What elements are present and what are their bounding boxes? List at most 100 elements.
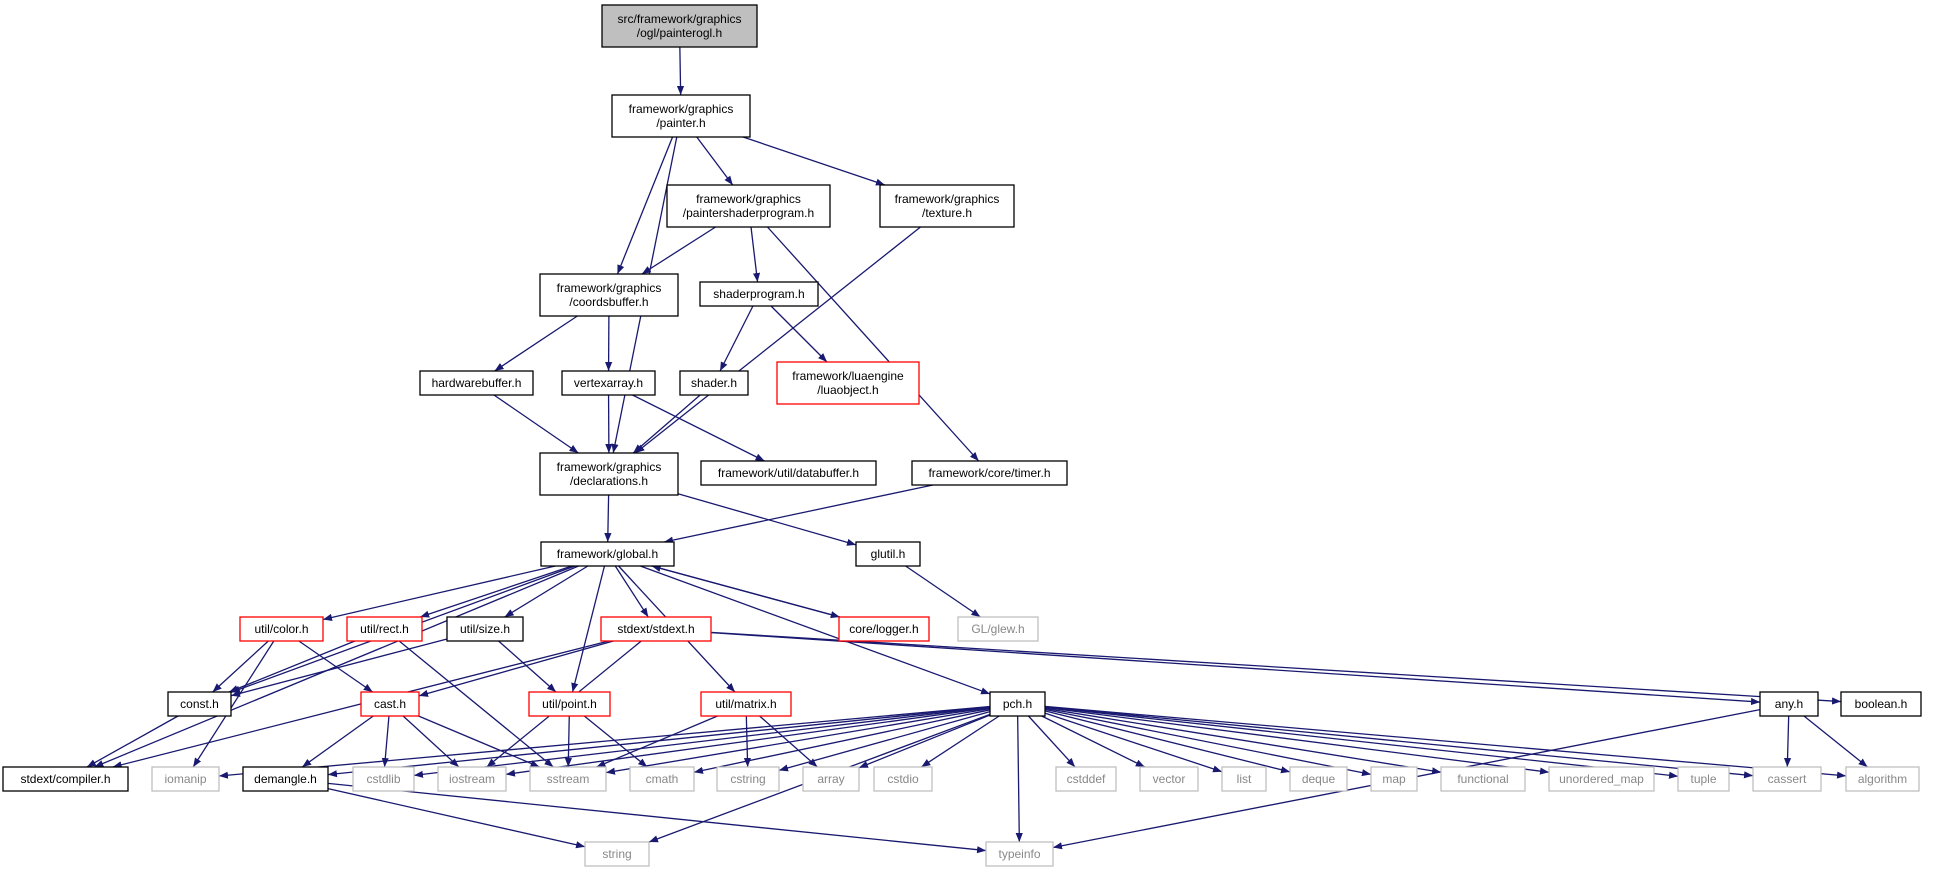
edge-n7-n11: [493, 394, 579, 454]
node-n5[interactable]: framework/graphics/coordsbuffer.h: [539, 273, 679, 317]
node-n33[interactable]: iostream: [437, 766, 507, 792]
edge-n20-n27: [710, 631, 1761, 706]
node-label: sstream: [547, 772, 590, 786]
node-n45[interactable]: unordered_map: [1548, 766, 1655, 792]
node-n43[interactable]: map: [1370, 766, 1418, 792]
edge-n26-n50: [1015, 715, 1023, 843]
node-box: [679, 370, 749, 396]
node-label: hardwarebuffer.h: [432, 376, 522, 390]
edge-n14-n24: [571, 565, 606, 693]
node-box: [1440, 766, 1526, 792]
node-box: [879, 184, 1015, 228]
node-n7[interactable]: hardwarebuffer.h: [419, 370, 534, 396]
node-n12[interactable]: framework/util/databuffer.h: [700, 460, 877, 486]
node-n27[interactable]: any.h: [1759, 691, 1819, 717]
node-label: cmath: [646, 772, 679, 786]
node-n48[interactable]: algorithm: [1845, 766, 1920, 792]
node-n3[interactable]: framework/graphics/paintershaderprogram.…: [666, 184, 831, 228]
node-n50[interactable]: typeinfo: [985, 841, 1054, 867]
node-box: [838, 616, 930, 642]
node-n22[interactable]: const.h: [167, 691, 232, 717]
node-n36[interactable]: cstring: [716, 766, 780, 792]
node-n20[interactable]: stdext/stdext.h: [600, 616, 712, 642]
node-n24[interactable]: util/point.h: [528, 691, 611, 717]
node-n14[interactable]: framework/global.h: [540, 541, 675, 567]
node-box: [776, 361, 920, 405]
edge-n20-n23: [418, 640, 614, 697]
node-n8[interactable]: vertexarray.h: [561, 370, 656, 396]
edge-n21-n14: [651, 564, 840, 618]
node-n1[interactable]: src/framework/graphics/ogl/painterogl.h: [601, 4, 758, 48]
node-n18[interactable]: util/rect.h: [346, 616, 423, 642]
node-label: cassert: [1768, 772, 1807, 786]
node-label: stdext/stdext.h: [617, 622, 694, 636]
node-n44[interactable]: functional: [1440, 766, 1526, 792]
edge-n26-n46: [1044, 706, 1679, 779]
edge-n14-n19: [504, 565, 589, 618]
node-n40[interactable]: vector: [1139, 766, 1199, 792]
node-n28[interactable]: boolean.h: [1840, 691, 1922, 717]
node-n26[interactable]: pch.h: [989, 691, 1046, 717]
node-n42[interactable]: deque: [1289, 766, 1348, 792]
node-label: util/rect.h: [360, 622, 409, 636]
node-box: [611, 94, 751, 138]
node-box: [700, 691, 792, 717]
node-n32[interactable]: cstdlib: [352, 766, 415, 792]
node-n2[interactable]: framework/graphics/painter.h: [611, 94, 751, 138]
edge-n27-n48: [1803, 715, 1868, 768]
node-n23[interactable]: cast.h: [360, 691, 420, 717]
node-box: [239, 616, 324, 642]
node-label: iomanip: [164, 772, 206, 786]
edge-n24-n35: [583, 715, 648, 768]
node-box: [1752, 766, 1822, 792]
node-n37[interactable]: array: [802, 766, 860, 792]
node-n29[interactable]: stdext/compiler.h: [2, 766, 129, 792]
node-label: boolean.h: [1855, 697, 1908, 711]
node-n13[interactable]: framework/core/timer.h: [911, 460, 1068, 486]
node-box: [352, 766, 415, 792]
node-box: [539, 273, 679, 317]
node-n49[interactable]: string: [584, 841, 650, 867]
node-n17[interactable]: util/color.h: [239, 616, 324, 642]
edge-n3-n13: [766, 226, 980, 462]
node-n35[interactable]: cmath: [629, 766, 695, 792]
node-n30[interactable]: iomanip: [151, 766, 220, 792]
edge-n14-n18: [419, 565, 573, 618]
node-n21[interactable]: core/logger.h: [838, 616, 930, 642]
node-label: pch.h: [1003, 697, 1032, 711]
node-label: vector: [1153, 772, 1186, 786]
node-n47[interactable]: cassert: [1752, 766, 1822, 792]
node-label: array: [817, 772, 844, 786]
edge-n17-n30: [192, 640, 275, 768]
edge-n11-n14: [604, 494, 612, 543]
node-n31[interactable]: demangle.h: [242, 766, 329, 792]
node-n16[interactable]: GL/glew.h: [957, 616, 1039, 642]
node-label: /texture.h: [922, 206, 972, 220]
node-label: framework/util/databuffer.h: [718, 466, 859, 480]
edge-n31-n50: [327, 782, 987, 854]
node-n39[interactable]: cstddef: [1055, 766, 1117, 792]
node-n9[interactable]: shader.h: [679, 370, 749, 396]
node-n4[interactable]: framework/graphics/texture.h: [879, 184, 1015, 228]
node-box: [167, 691, 232, 717]
node-n11[interactable]: framework/graphics/declarations.h: [539, 452, 679, 496]
edge-n14-n26: [640, 565, 991, 695]
edge-n22-n29: [86, 715, 179, 768]
node-label: GL/glew.h: [971, 622, 1024, 636]
node-n38[interactable]: cstdio: [873, 766, 933, 792]
node-n19[interactable]: util/size.h: [446, 616, 524, 642]
edge-n26-n48: [1044, 705, 1847, 779]
node-n41[interactable]: list: [1221, 766, 1267, 792]
edge-n5-n7: [494, 315, 578, 372]
node-box: [529, 766, 607, 792]
node-n6[interactable]: shaderprogram.h: [699, 281, 819, 307]
node-box: [1840, 691, 1922, 717]
node-n15[interactable]: glutil.h: [855, 541, 921, 567]
node-n10[interactable]: framework/luaengine/luaobject.h: [776, 361, 920, 405]
node-n25[interactable]: util/matrix.h: [700, 691, 792, 717]
node-n34[interactable]: sstream: [529, 766, 607, 792]
node-box: [985, 841, 1054, 867]
edge-n9-n11: [632, 394, 701, 454]
node-label: shader.h: [691, 376, 737, 390]
node-n46[interactable]: tuple: [1677, 766, 1730, 792]
